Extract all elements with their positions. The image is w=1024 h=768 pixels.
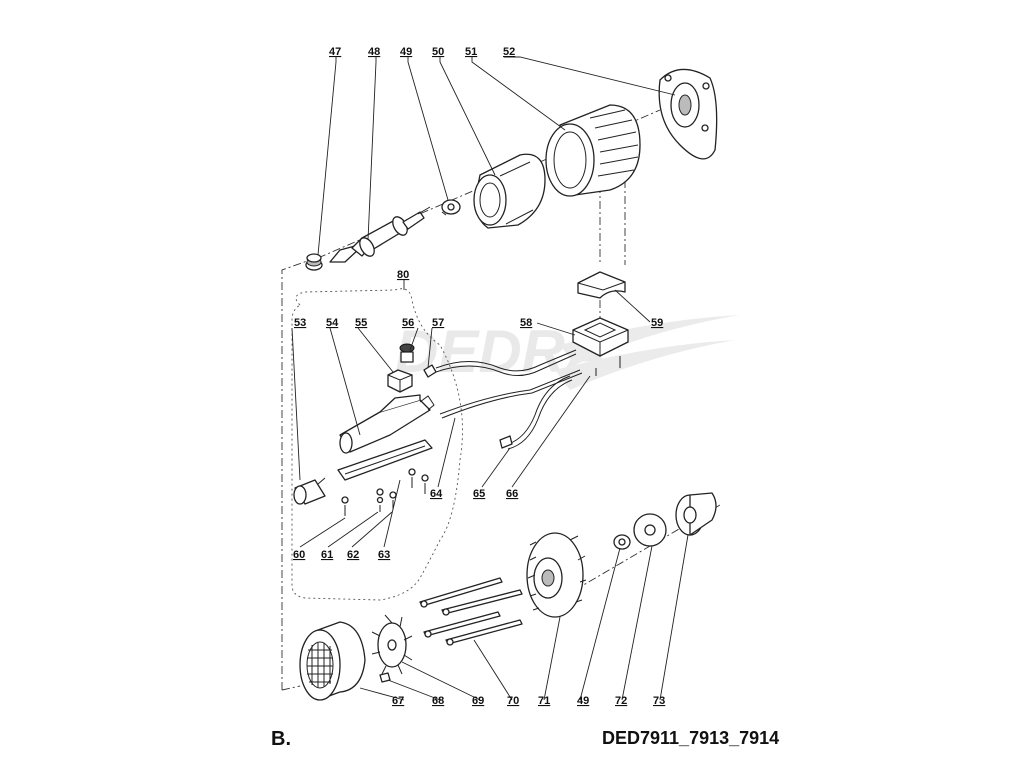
callout-65: 65: [473, 488, 485, 500]
callout-49-bottom: 49: [577, 695, 589, 707]
callout-62: 62: [347, 549, 359, 561]
callout-67: 67: [392, 695, 404, 707]
part-72-seal: [633, 513, 667, 547]
part-59-pad: [577, 271, 626, 299]
callout-71: 71: [538, 695, 550, 707]
part-50-stator: [473, 153, 546, 229]
leader-lines: [291, 56, 689, 701]
callout-73: 73: [653, 695, 665, 707]
part-48-rotor: [329, 206, 431, 263]
part-69-fan: [371, 614, 413, 675]
callout-labels: 47 48 49 50 51 52 80 53 54 55 56 57 58 5…: [293, 46, 665, 707]
part-71-rear-shield: [526, 532, 587, 618]
callout-53: 53: [294, 317, 306, 329]
part-73-flange: [675, 492, 717, 536]
callout-70: 70: [507, 695, 519, 707]
callout-69: 69: [472, 695, 484, 707]
callout-56: 56: [402, 317, 414, 329]
part-70-bolts: [419, 577, 523, 646]
part-57-power-cord: [423, 349, 577, 378]
part-56-knob: [399, 343, 415, 363]
callout-52: 52: [503, 46, 515, 58]
callout-51: 51: [465, 46, 477, 58]
part-64-cable: [439, 369, 583, 419]
part-55-switch: [387, 369, 413, 393]
part-cover-plate: [337, 439, 433, 481]
part-65-cable: [499, 375, 573, 450]
callout-48: 48: [368, 46, 380, 58]
part-53-capacitor: [293, 477, 326, 505]
callout-55: 55: [355, 317, 367, 329]
callout-64: 64: [430, 488, 443, 500]
callout-72: 72: [615, 695, 627, 707]
callout-54: 54: [326, 317, 339, 329]
callout-68: 68: [432, 695, 444, 707]
callout-50: 50: [432, 46, 444, 58]
part-52-end-shield: [658, 68, 718, 160]
section-label: B.: [271, 728, 291, 750]
callout-63: 63: [378, 549, 390, 561]
callout-61: 61: [321, 549, 333, 561]
callout-57: 57: [432, 317, 444, 329]
part-54-capacitor-box: [339, 394, 435, 454]
part-67-fan-cover: [299, 621, 366, 701]
callout-80: 80: [397, 269, 409, 281]
model-number-label: DED7911_7913_7914: [602, 728, 780, 748]
part-68-clip: [379, 672, 391, 683]
callout-49: 49: [400, 46, 412, 58]
part-49-washer-bottom: [613, 534, 631, 550]
callout-58: 58: [520, 317, 532, 329]
part-49-washer: [441, 199, 461, 216]
callout-47: 47: [329, 46, 341, 58]
callout-60: 60: [293, 549, 305, 561]
part-screws-60-63: [341, 468, 429, 516]
callout-59: 59: [651, 317, 663, 329]
part-47-bearing: [305, 253, 323, 271]
callout-66: 66: [506, 488, 518, 500]
part-51-housing: [545, 104, 641, 197]
part-58-terminal-box: [572, 317, 629, 376]
